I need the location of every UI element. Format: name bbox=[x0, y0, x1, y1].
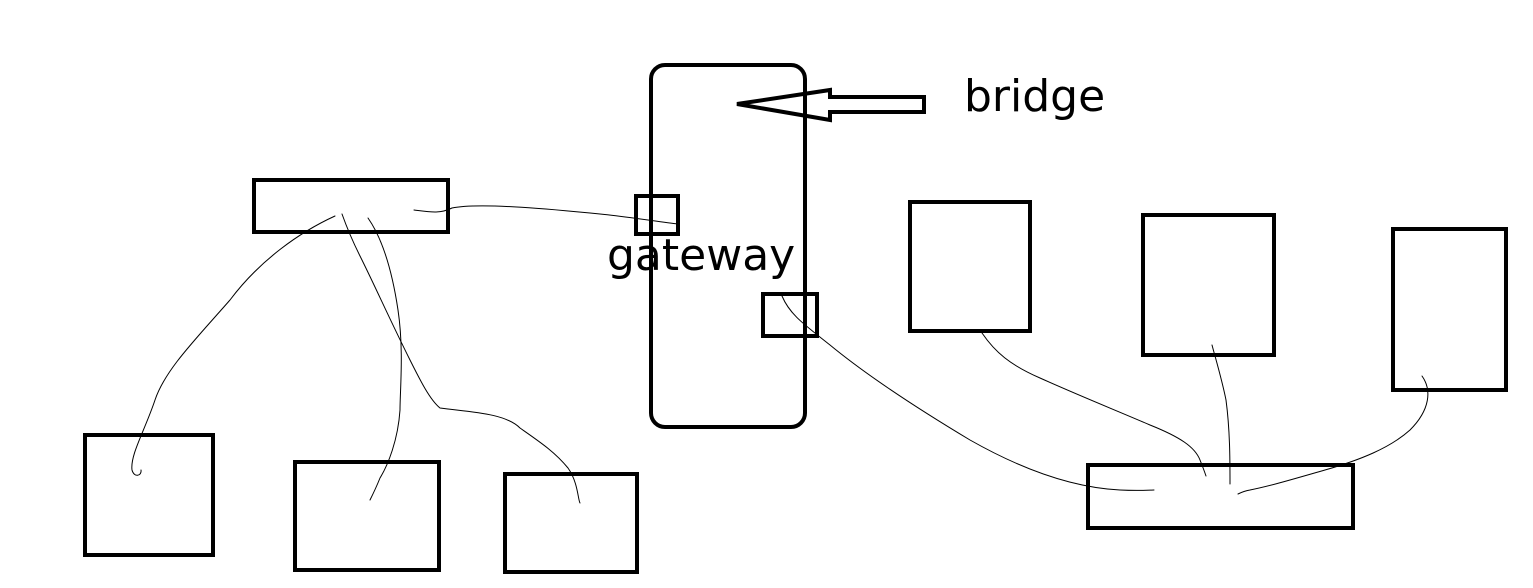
bridge-pointer-arrow bbox=[736, 87, 926, 123]
gateway-to-right-hub-cable bbox=[781, 295, 1155, 491]
bridge-device bbox=[649, 63, 807, 429]
right-host-1-to-hub-cable bbox=[981, 332, 1207, 477]
left-host-3 bbox=[503, 472, 639, 574]
left-hub-to-host-2-cable bbox=[367, 217, 402, 501]
right-host-2-to-hub-cable bbox=[1211, 344, 1231, 485]
gateway-port-right bbox=[761, 292, 819, 338]
left-hub bbox=[252, 178, 450, 234]
left-hub-to-gateway-cable bbox=[413, 205, 679, 225]
right-host-2 bbox=[1141, 213, 1276, 357]
left-host-1 bbox=[83, 433, 215, 557]
bridge-label: bridge bbox=[964, 71, 1105, 122]
right-host-3 bbox=[1391, 227, 1508, 392]
left-hub-to-host-3-cable bbox=[341, 213, 581, 504]
right-hub bbox=[1086, 463, 1355, 530]
left-hub-to-host-1-cable bbox=[131, 215, 336, 476]
gateway-label: gateway bbox=[607, 230, 795, 281]
left-host-2 bbox=[293, 460, 441, 572]
right-host-1 bbox=[908, 200, 1032, 333]
gateway-port-left bbox=[634, 194, 680, 236]
right-host-3-to-hub-cable bbox=[1237, 375, 1429, 495]
